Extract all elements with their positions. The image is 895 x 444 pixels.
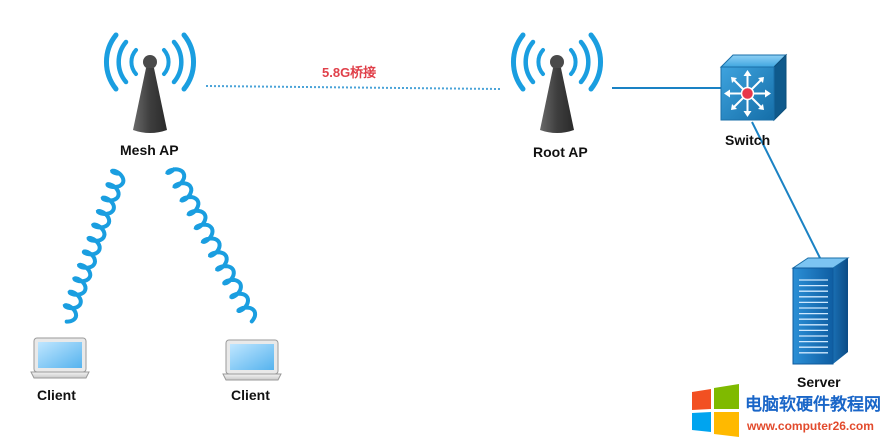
antenna-icon	[540, 55, 574, 133]
root-ap-label: Root AP	[533, 144, 588, 160]
bridge-link	[205, 85, 501, 90]
windows-logo-icon	[692, 384, 739, 437]
wifi-signal-icon	[104, 32, 196, 92]
server-label: Server	[797, 374, 841, 390]
switch-icon	[719, 53, 788, 122]
switch-to-server-link	[751, 121, 821, 259]
laptop-icon	[222, 339, 282, 381]
wireless-link-right	[165, 167, 258, 324]
watermark: 电脑软硬件教程网 www.computer26.com	[692, 384, 881, 437]
server-icon	[791, 257, 850, 365]
wireless-link-left	[62, 168, 126, 324]
mesh-ap-label: Mesh AP	[120, 142, 179, 158]
laptop-icon	[30, 337, 90, 379]
bridge-label: 5.8G桥接	[322, 65, 376, 80]
client-left-node	[30, 337, 90, 379]
root-ap-node	[511, 32, 603, 133]
server-node	[791, 257, 850, 365]
mesh-ap-node	[104, 32, 196, 133]
watermark-url: www.computer26.com	[746, 419, 874, 433]
client-right-node	[222, 339, 282, 381]
wifi-signal-icon	[511, 32, 603, 92]
client-right-label: Client	[231, 387, 270, 403]
switch-node	[719, 53, 788, 122]
antenna-icon	[133, 55, 167, 133]
client-left-label: Client	[37, 387, 76, 403]
switch-label: Switch	[725, 132, 770, 148]
watermark-title: 电脑软硬件教程网	[745, 394, 881, 415]
